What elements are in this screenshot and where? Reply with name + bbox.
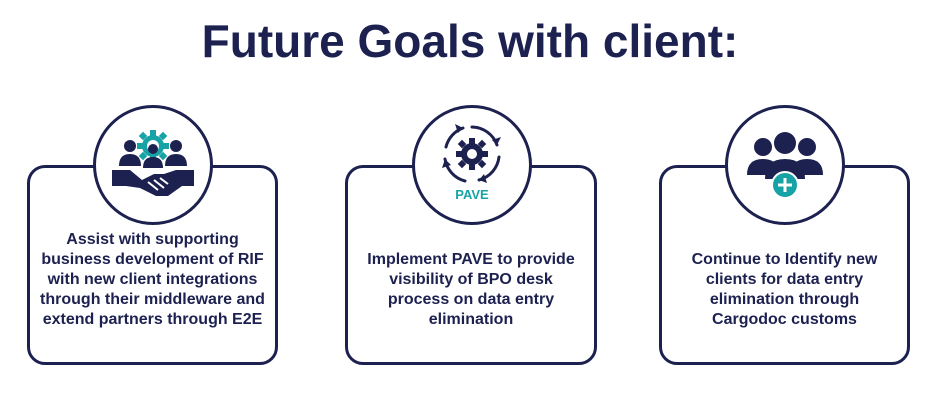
goal-card-3-text: Continue to Identify new clients for dat…: [691, 251, 878, 328]
goal-badge-3: [725, 105, 845, 225]
goal-badge-1: [93, 105, 213, 225]
pave-gear-cycle-icon: [442, 123, 501, 183]
handshake-team-icon: [112, 130, 194, 196]
page-title: Future Goals with client:: [201, 15, 739, 67]
add-group-icon: [747, 132, 823, 199]
goal-badge-2: PAVE: [412, 105, 532, 225]
pave-label: PAVE: [455, 186, 489, 202]
goal-card-1-text: Assist with supporting business developm…: [40, 231, 265, 328]
goal-card-2-text: Implement PAVE to provide visibility of …: [367, 251, 575, 328]
